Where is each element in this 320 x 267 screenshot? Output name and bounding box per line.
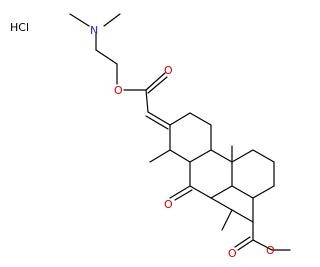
ring-a [149, 112, 212, 163]
hcl-label: HCl [10, 21, 29, 34]
ketone-oxygen-label: O [164, 198, 173, 211]
ring-b [169, 145, 233, 201]
molecule-structure: HCl N O O O O O [10, 13, 291, 260]
amine-nitrogen-label: N [90, 24, 98, 37]
methyl-ester-link-oxygen-label: O [266, 244, 275, 257]
ring-c [210, 149, 275, 231]
acrylate-ester [123, 72, 171, 130]
ester-oxygen-carbonyl-label: O [164, 64, 173, 77]
methyl-ester-carbonyl-oxygen-label: O [228, 247, 237, 260]
ester-oxygen-link-label: O [114, 84, 123, 97]
dimethylaminoethyl-chain [69, 13, 121, 85]
methyl-ester [234, 221, 291, 251]
